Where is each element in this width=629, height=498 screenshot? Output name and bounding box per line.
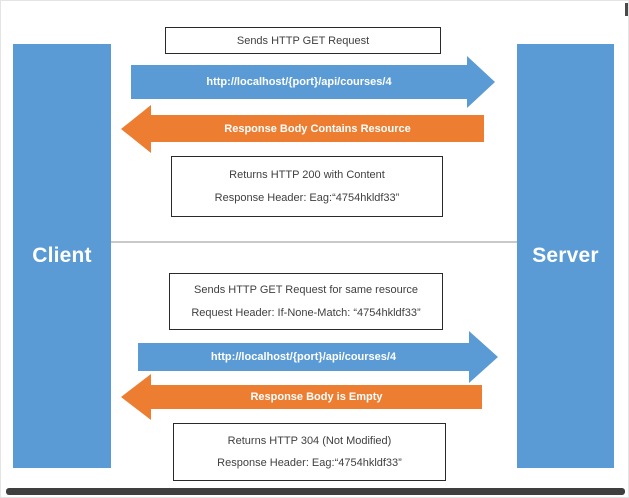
first-response-line1: Returns HTTP 200 with Content	[229, 168, 385, 181]
first-request-arrow: http://localhost/{port}/api/courses/4	[131, 65, 467, 99]
client-label: Client	[32, 244, 92, 267]
arrow-head-right-icon	[469, 331, 498, 383]
second-response-arrow-label: Response Body is Empty	[250, 391, 383, 403]
corner-artifact	[625, 3, 628, 16]
second-request-arrow-label: http://localhost/{port}/api/courses/4	[210, 351, 397, 363]
arrow-head-left-icon	[121, 374, 151, 420]
first-response-description-box: Returns HTTP 200 with Content Response H…	[171, 156, 443, 217]
second-response-arrow: Response Body is Empty	[151, 385, 482, 409]
server-label: Server	[532, 244, 599, 267]
second-request-arrow: http://localhost/{port}/api/courses/4	[138, 343, 469, 371]
arrow-head-left-icon	[121, 105, 151, 153]
second-response-line1: Returns HTTP 304 (Not Modified)	[227, 434, 392, 447]
first-request-description-box: Sends HTTP GET Request	[165, 27, 441, 54]
first-request-description-text: Sends HTTP GET Request	[236, 34, 370, 47]
second-request-line2: Request Header: If-None-Match: “4754hkld…	[191, 306, 421, 319]
second-response-description-box: Returns HTTP 304 (Not Modified) Response…	[173, 423, 446, 481]
first-response-arrow-label: Response Body Contains Resource	[224, 122, 411, 135]
first-response-arrow: Response Body Contains Resource	[151, 115, 484, 142]
first-request-arrow-label: http://localhost/{port}/api/courses/4	[206, 76, 392, 88]
server-entity-box: Server	[517, 44, 614, 468]
sequence-divider-line	[111, 241, 517, 243]
client-entity-box: Client	[13, 44, 111, 468]
image-bottom-shadow	[6, 488, 625, 495]
second-response-line2: Response Header: Eag:“4754hkldf33”	[217, 457, 402, 470]
second-request-line1: Sends HTTP GET Request for same resource	[194, 284, 418, 297]
arrow-head-right-icon	[467, 56, 495, 108]
second-request-description-box: Sends HTTP GET Request for same resource…	[169, 273, 443, 330]
first-response-line2: Response Header: Eag:“4754hkldf33”	[214, 192, 400, 205]
